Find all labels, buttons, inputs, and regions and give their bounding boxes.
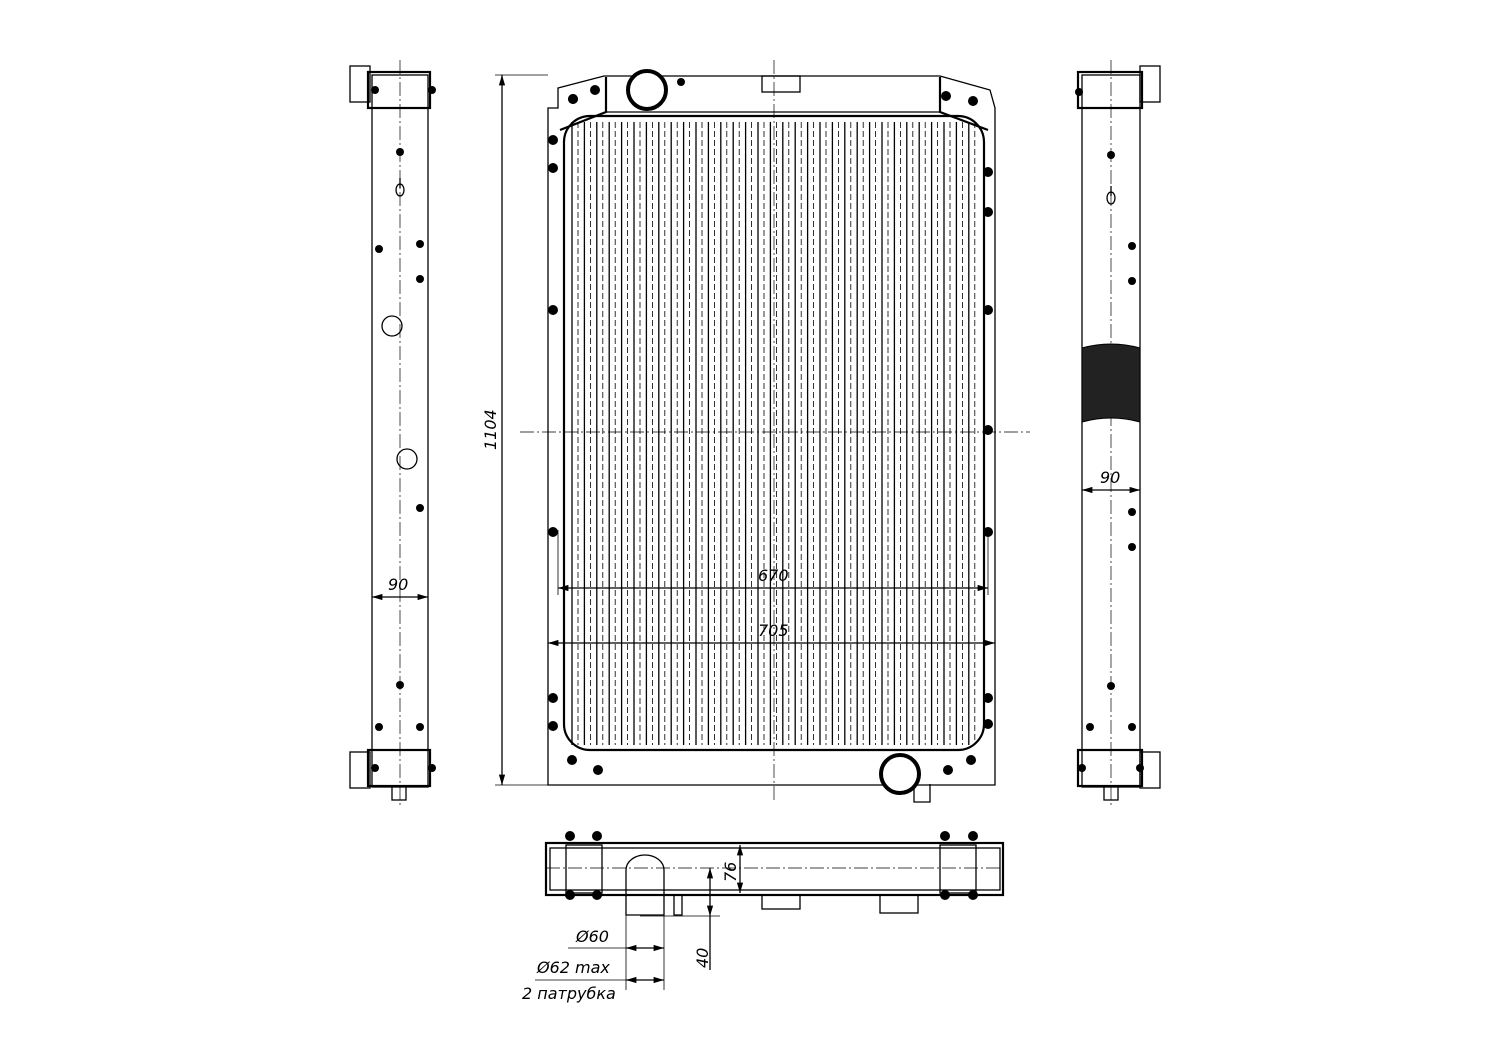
bolt-icon	[592, 890, 602, 900]
bolt-icon	[416, 504, 424, 512]
bolt-icon	[567, 755, 577, 765]
pipe-count-note: 2 патрубка	[522, 984, 616, 1003]
bolt-icon	[1128, 277, 1136, 285]
bolt-icon	[941, 91, 951, 101]
front-view: 1104 670 705	[481, 60, 1030, 803]
bolt-icon	[968, 96, 978, 106]
bolt-icon	[592, 831, 602, 841]
bolt-icon	[568, 94, 578, 104]
overall-width-dimension: 705	[758, 621, 789, 640]
pipe-length-dimension: 40	[693, 948, 712, 968]
pipe-max-diameter-label: Ø62 max	[536, 958, 610, 977]
rubber-hose	[1081, 343, 1141, 423]
bolt-icon	[396, 681, 404, 689]
tank-depth-dimension: 76	[721, 862, 740, 882]
right-side-view: 90	[1075, 60, 1161, 805]
left-side-view: 90	[349, 60, 436, 805]
bolt-icon	[371, 764, 379, 772]
right-depth-dimension: 90	[1100, 468, 1120, 487]
bolt-icon	[1107, 151, 1115, 159]
bolt-icon	[416, 723, 424, 731]
bolt-icon	[371, 86, 379, 94]
height-dimension: 1104	[481, 409, 500, 450]
bolt-icon	[966, 755, 976, 765]
bolt-icon	[548, 135, 558, 145]
bolt-icon	[983, 207, 993, 217]
bolt-icon	[1128, 543, 1136, 551]
bolt-icon	[1075, 88, 1083, 96]
bolt-icon	[428, 764, 436, 772]
bolt-icon	[548, 721, 558, 731]
left-depth-dimension: 90	[388, 575, 408, 594]
bolt-icon	[590, 85, 600, 95]
bolt-icon	[548, 163, 558, 173]
bolt-icon	[396, 148, 404, 156]
bolt-icon	[548, 693, 558, 703]
bolt-icon	[1107, 682, 1115, 690]
bolt-icon	[983, 693, 993, 703]
bolt-icon	[968, 890, 978, 900]
bolt-icon	[548, 527, 558, 537]
bolt-icon	[940, 890, 950, 900]
bolt-icon	[565, 890, 575, 900]
bolt-icon	[593, 765, 603, 775]
bolt-icon	[983, 425, 993, 435]
bolt-icon	[1128, 508, 1136, 516]
bolt-icon	[1136, 764, 1144, 772]
bottom-outlet-pipe	[879, 753, 921, 795]
top-inlet-pipe	[626, 69, 668, 111]
bolt-icon	[416, 275, 424, 283]
bolt-icon	[943, 765, 953, 775]
bolt-icon	[565, 831, 575, 841]
bolt-icon	[968, 831, 978, 841]
core-fins	[571, 122, 976, 745]
bolt-icon	[983, 719, 993, 729]
bolt-icon	[940, 831, 950, 841]
bolt-icon	[1128, 723, 1136, 731]
bolt-icon	[1128, 242, 1136, 250]
bolt-icon	[375, 245, 383, 253]
bolt-icon	[375, 723, 383, 731]
bolt-icon	[1078, 764, 1086, 772]
bottom-view: Ø60 Ø62 max 2 патрубка 40 76	[522, 831, 1005, 1003]
pipe-diameter-label: Ø60	[575, 927, 609, 946]
bolt-icon	[428, 86, 436, 94]
bolt-icon	[416, 240, 424, 248]
bolt-icon	[983, 305, 993, 315]
core-width-dimension: 670	[758, 566, 789, 585]
bolt-icon	[983, 167, 993, 177]
bolt-icon	[548, 305, 558, 315]
bolt-icon	[1086, 723, 1094, 731]
